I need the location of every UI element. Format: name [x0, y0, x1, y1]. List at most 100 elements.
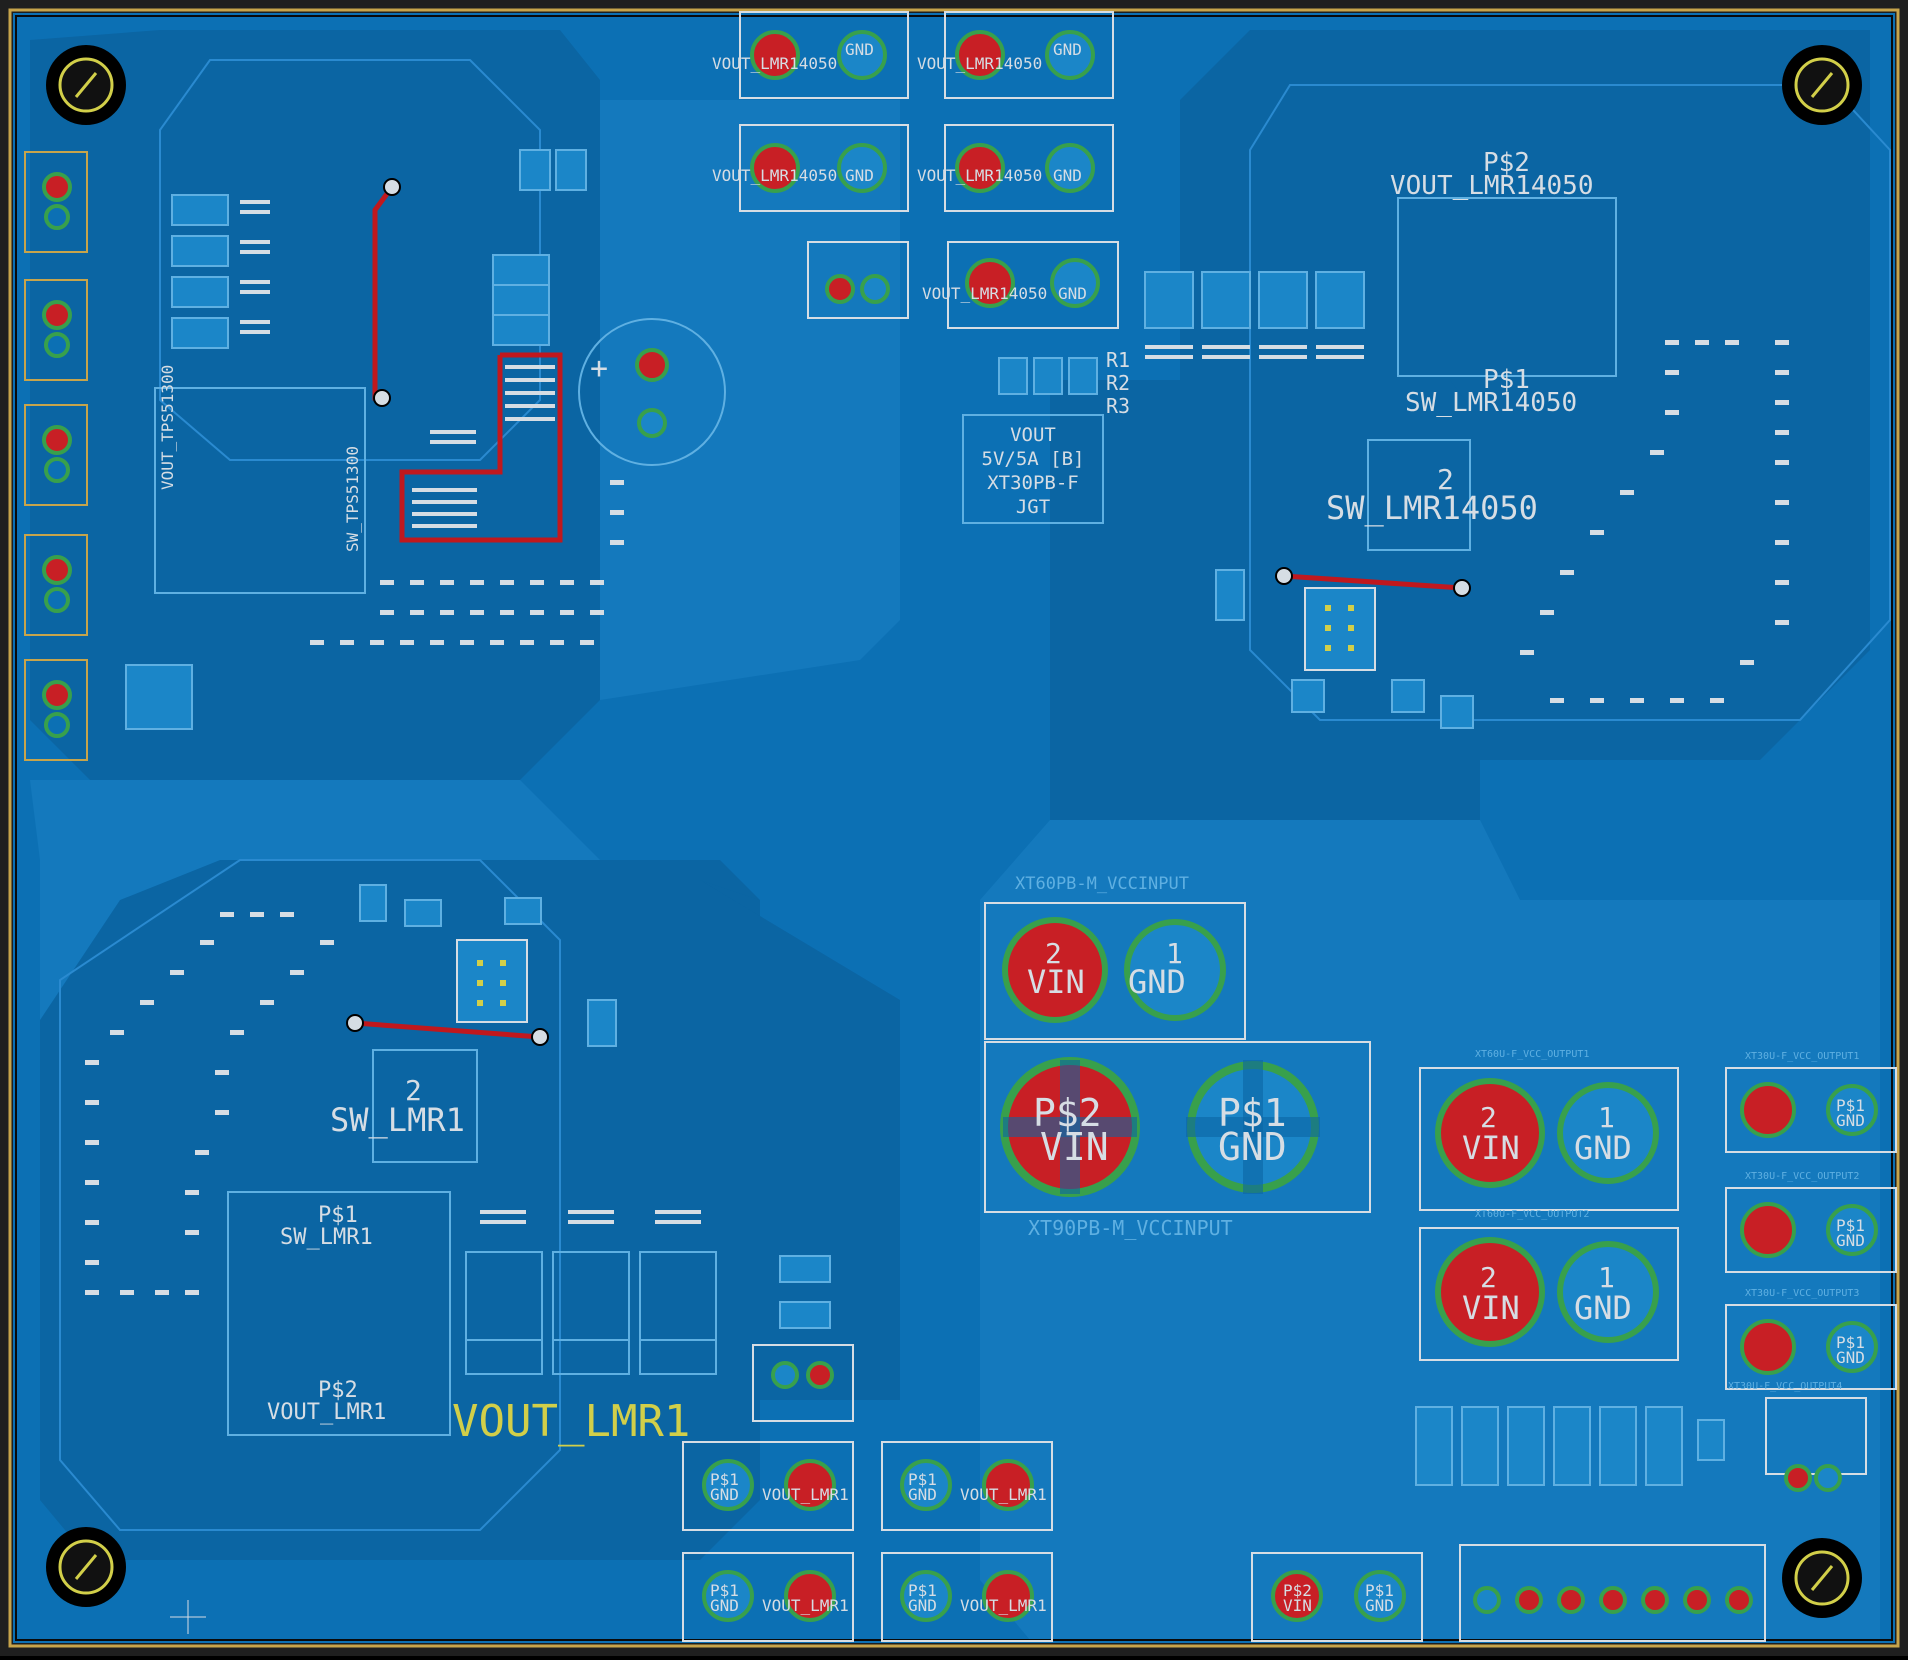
label-r3: R3	[1106, 394, 1131, 418]
label-b5-ps2: P$2	[1283, 1581, 1312, 1600]
label-b3-vout: VOUT_LMR1	[762, 1596, 849, 1615]
label-ps1-sw-lmr1: SW_LMR1	[280, 1225, 373, 1250]
label-vout-lmr14050-a: VOUT_LMR14050	[712, 54, 838, 73]
label-xt90-input: XT90PB-M_VCCINPUT	[1028, 1216, 1233, 1240]
mounting-hole-tl-icon	[46, 45, 126, 125]
label-out1-vin: VIN	[1462, 1129, 1520, 1167]
bottom-output-connectors	[682, 1344, 1766, 1642]
xt90-input-connector	[984, 1041, 1371, 1213]
mounting-hole-br-icon	[1782, 1538, 1862, 1618]
crosshair-icon	[170, 1600, 206, 1634]
xt60-output-connectors	[1419, 1067, 1679, 1361]
vout-box-line3: XT30PB-F	[987, 472, 1079, 494]
vout-box-line4: JGT	[1015, 496, 1051, 518]
label-b2-ps1: P$1	[908, 1470, 937, 1489]
label-b5-gnd: GND	[1365, 1596, 1394, 1615]
label-gnd: GND	[845, 166, 874, 185]
vout-box-line1: VOUT	[1010, 424, 1056, 446]
label-ps2-vout-lmr1: VOUT_LMR1	[267, 1400, 387, 1425]
label-ps1: P$1	[1483, 365, 1530, 395]
label-vout-lmr14050-b: VOUT_LMR14050	[917, 54, 1043, 73]
label-xt30-3-ps1: P$1	[1836, 1333, 1865, 1352]
smd-component-pads	[125, 149, 1725, 1486]
label-b4-ps1: P$1	[908, 1581, 937, 1600]
label-b4-vout: VOUT_LMR1	[960, 1596, 1047, 1615]
vout-silk-box	[962, 414, 1104, 524]
bulk-capacitors	[465, 1251, 717, 1375]
label-xt90-ps1: P$1	[1218, 1091, 1287, 1135]
top-output-pads	[750, 30, 1100, 308]
ic-packages	[456, 587, 1376, 1023]
label-xt30-1-ps1: P$1	[1836, 1096, 1865, 1115]
via-dots	[85, 340, 1789, 1295]
label-out2-gnd: GND	[1574, 1289, 1632, 1327]
label-sw-lmr1: SW_LMR1	[330, 1101, 465, 1139]
top-output-connectors	[739, 11, 1119, 329]
label-xt90-vin: VIN	[1040, 1125, 1109, 1169]
label-out1-gnd: GND	[1574, 1129, 1632, 1167]
label-xt30-1-gnd: GND	[1836, 1111, 1865, 1130]
label-gnd: GND	[1053, 166, 1082, 185]
vout-box-line2: 5V/5A [B]	[981, 448, 1085, 470]
label-b3-gnd: GND	[710, 1596, 739, 1615]
label-r1: R1	[1106, 348, 1131, 372]
label-gnd: GND	[845, 40, 874, 59]
label-ps2-lmr1: P$2	[318, 1378, 358, 1403]
label-vout-lmr14050-e: VOUT_LMR14050	[922, 284, 1048, 303]
label-pin-2: 2	[1437, 463, 1454, 496]
resistor-silk-groups	[240, 200, 1364, 1224]
label-b5-ps1: P$1	[1365, 1581, 1394, 1600]
label-xt30-2-gnd: GND	[1836, 1231, 1865, 1250]
label-out1-pin1: 1	[1598, 1101, 1615, 1134]
label-b1-gnd: GND	[710, 1485, 739, 1504]
mounting-holes	[46, 45, 1862, 1618]
label-b2-vout: VOUT_LMR1	[960, 1485, 1047, 1504]
label-b1-vout: VOUT_LMR1	[762, 1485, 849, 1504]
xt30-output-connectors	[1725, 1067, 1897, 1492]
label-xt30-2-ps1: P$1	[1836, 1216, 1865, 1235]
board-outline	[8, 8, 1900, 1648]
svg-text:+: +	[590, 351, 608, 386]
label-vout-lmr14050-c: VOUT_LMR14050	[712, 166, 838, 185]
label-b5-vin: VIN	[1283, 1596, 1312, 1615]
label-out2-pin2: 2	[1480, 1261, 1497, 1294]
label-b1-ps1: P$1	[710, 1470, 739, 1489]
label-xt30-out2: XT30U-F_VCC_OUTPUT2	[1745, 1171, 1860, 1182]
label-xt60-out1: XT60U-F_VCC_OUTPUT1	[1475, 1049, 1590, 1060]
label-ps2-vout-lmr14050: VOUT_LMR14050	[1390, 171, 1594, 201]
label-out2-pin1: 1	[1598, 1261, 1615, 1294]
label-xt60-gnd: GND	[1128, 963, 1186, 1001]
label-ps1-lmr1: P$1	[318, 1203, 358, 1228]
label-out2-vin: VIN	[1462, 1289, 1520, 1327]
trace-vias	[346, 178, 1471, 1046]
mounting-hole-tr-icon	[1782, 45, 1862, 125]
label-xt30-3-gnd: GND	[1836, 1348, 1865, 1367]
label-xt90-ps2: P$2	[1033, 1091, 1102, 1135]
label-gnd: GND	[1053, 40, 1082, 59]
electrolytic-capacitor: +	[578, 318, 726, 466]
label-xt60-pin1: 1	[1166, 937, 1183, 970]
label-b2-gnd: GND	[908, 1485, 937, 1504]
vout-box-text: VOUT 5V/5A [B] XT30PB-F JGT	[963, 423, 1103, 519]
label-r2: R2	[1106, 371, 1131, 395]
label-vout-lmr1-highlight: VOUT_LMR1	[452, 1396, 691, 1447]
label-xt60-vin: VIN	[1027, 963, 1085, 1001]
mounting-hole-bl-icon	[46, 1527, 126, 1607]
label-xt90-gnd: GND	[1218, 1125, 1287, 1169]
label-xt30-out4: XT30U-F_VCC_OUTPUT4	[1728, 1381, 1843, 1392]
label-xt60-pin2: 2	[1045, 937, 1062, 970]
xt60-input-connector	[984, 902, 1246, 1040]
label-sw-lmr1-pin2: 2	[405, 1074, 422, 1107]
label-gnd: GND	[1058, 284, 1087, 303]
label-b3-ps1: P$1	[710, 1581, 739, 1600]
label-xt60-out2: XT60U-F_VCC_OUTPUT2	[1475, 1209, 1590, 1220]
label-ps2: P$2	[1483, 148, 1530, 178]
label-xt60-input: XT60PB-M_VCCINPUT	[1015, 874, 1189, 894]
label-xt30-out1: XT30U-F_VCC_OUTPUT1	[1745, 1051, 1860, 1062]
label-sw-tps51300: SW_TPS51300	[343, 446, 362, 552]
label-out1-pin2: 2	[1480, 1101, 1497, 1134]
label-b4-gnd: GND	[908, 1596, 937, 1615]
label-xt30-out3: XT30U-F_VCC_OUTPUT3	[1745, 1288, 1860, 1299]
